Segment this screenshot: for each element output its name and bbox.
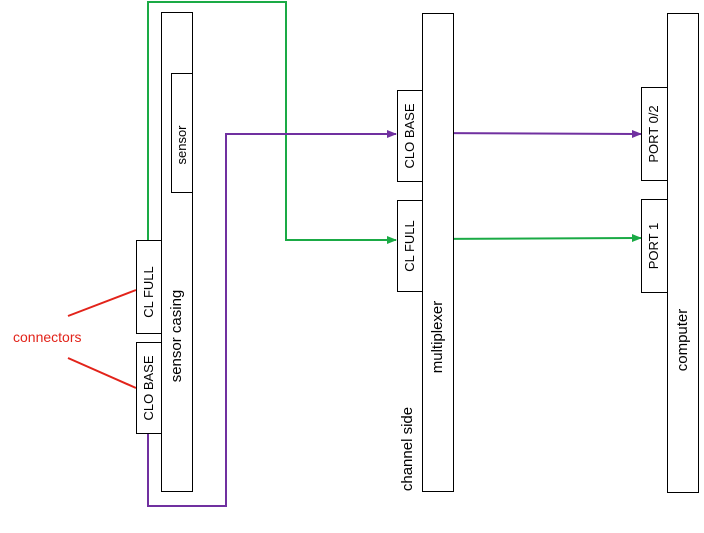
cl-full-connector-label: CL FULL (141, 266, 156, 318)
port-1-label: PORT 1 (646, 222, 661, 270)
connector-pointer-cl-full (67, 289, 137, 317)
purple-wire-mux-to-port02 (421, 129, 642, 138)
port-02-label: PORT 0/2 (646, 105, 661, 163)
green-wire-mux-to-port1 (421, 234, 642, 243)
connectors-annotation: connectors (13, 329, 82, 345)
sensor-box (171, 73, 193, 193)
clo-base-connector-box (136, 342, 162, 434)
computer-label: computer (674, 308, 691, 372)
connector-pointer-clo-base (67, 357, 137, 389)
port-02-box (641, 87, 668, 181)
sensor-label: sensor (174, 125, 189, 165)
mux-cl-full-box (397, 200, 423, 292)
sensor-casing-label: sensor casing (168, 289, 185, 383)
mux-clo-base-label: CLO BASE (402, 103, 417, 169)
clo-base-connector-label: CLO BASE (141, 355, 156, 421)
channel-side-label: channel side (399, 406, 416, 492)
multiplexer-box (422, 13, 454, 492)
green-wire-cl-full-to-mux (147, 1, 397, 244)
purple-wire-clo-base-to-mux (147, 130, 397, 507)
mux-clo-base-box (397, 90, 423, 182)
computer-box (667, 13, 699, 493)
multiplexer-label: multiplexer (429, 300, 446, 374)
mux-cl-full-label: CL FULL (402, 220, 417, 272)
cl-full-connector-box (136, 240, 162, 334)
port-1-box (641, 199, 668, 293)
